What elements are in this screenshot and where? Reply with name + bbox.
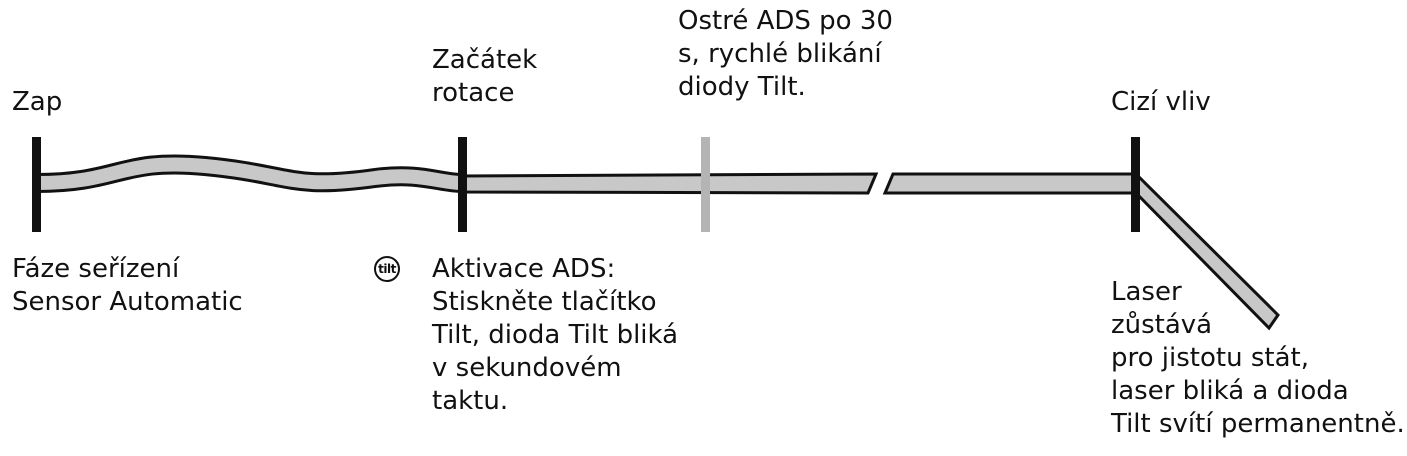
label-line: s, rychlé blikání bbox=[678, 39, 882, 69]
label-zap-line: Zap bbox=[12, 87, 63, 117]
label-line: Ostré ADS po 30 bbox=[678, 6, 893, 36]
label-line: Sensor Automatic bbox=[12, 287, 243, 317]
label-faze-serizeni: Fáze seřízení Sensor Automatic bbox=[12, 253, 243, 319]
label-ostre-ads: Ostré ADS po 30 s, rychlé blikání diody … bbox=[678, 5, 893, 104]
label-line: Fáze seřízení bbox=[12, 254, 180, 284]
label-line: v sekundovém bbox=[432, 353, 622, 383]
label-zap: Zap bbox=[12, 86, 62, 119]
label-aktivace-ads: Aktivace ADS: Stiskněte tlačítko Tilt, d… bbox=[432, 253, 678, 418]
marker-ostre-ads bbox=[701, 137, 710, 232]
label-line: laser bliká a dioda bbox=[1111, 376, 1349, 406]
marker-cizi-vliv bbox=[1131, 137, 1140, 232]
marker-zap bbox=[32, 137, 41, 232]
label-line: Stiskněte tlačítko bbox=[432, 287, 657, 317]
label-line: rotace bbox=[432, 78, 515, 108]
tilt-icon-text: tilt bbox=[378, 262, 396, 276]
label-cizi-line: Cizí vliv bbox=[1111, 87, 1211, 117]
label-zacatek-rotace: Začátek rotace bbox=[432, 44, 537, 110]
label-line: taktu. bbox=[432, 386, 509, 416]
label-line: diody Tilt. bbox=[678, 72, 806, 102]
label-line: zůstává bbox=[1111, 310, 1213, 340]
band-segment-rotation bbox=[460, 172, 879, 195]
label-laser: Laser zůstává pro jistotu stát, laser bl… bbox=[1111, 276, 1405, 441]
label-line: Tilt, dioda Tilt bliká bbox=[432, 320, 679, 350]
label-line: Aktivace ADS: bbox=[432, 254, 616, 284]
label-line: Tilt svítí permanentně. bbox=[1111, 409, 1405, 439]
label-line: Laser bbox=[1111, 277, 1182, 307]
label-line: pro jistotu stát, bbox=[1111, 343, 1309, 373]
marker-zacatek-rotace bbox=[458, 137, 467, 232]
label-cizi-vliv: Cizí vliv bbox=[1111, 86, 1211, 119]
label-line: Začátek bbox=[432, 45, 538, 75]
wavy-band-setup-phase-fill bbox=[36, 157, 463, 190]
tilt-button-icon: tilt bbox=[374, 256, 400, 282]
band-segment-continued bbox=[882, 172, 1138, 195]
